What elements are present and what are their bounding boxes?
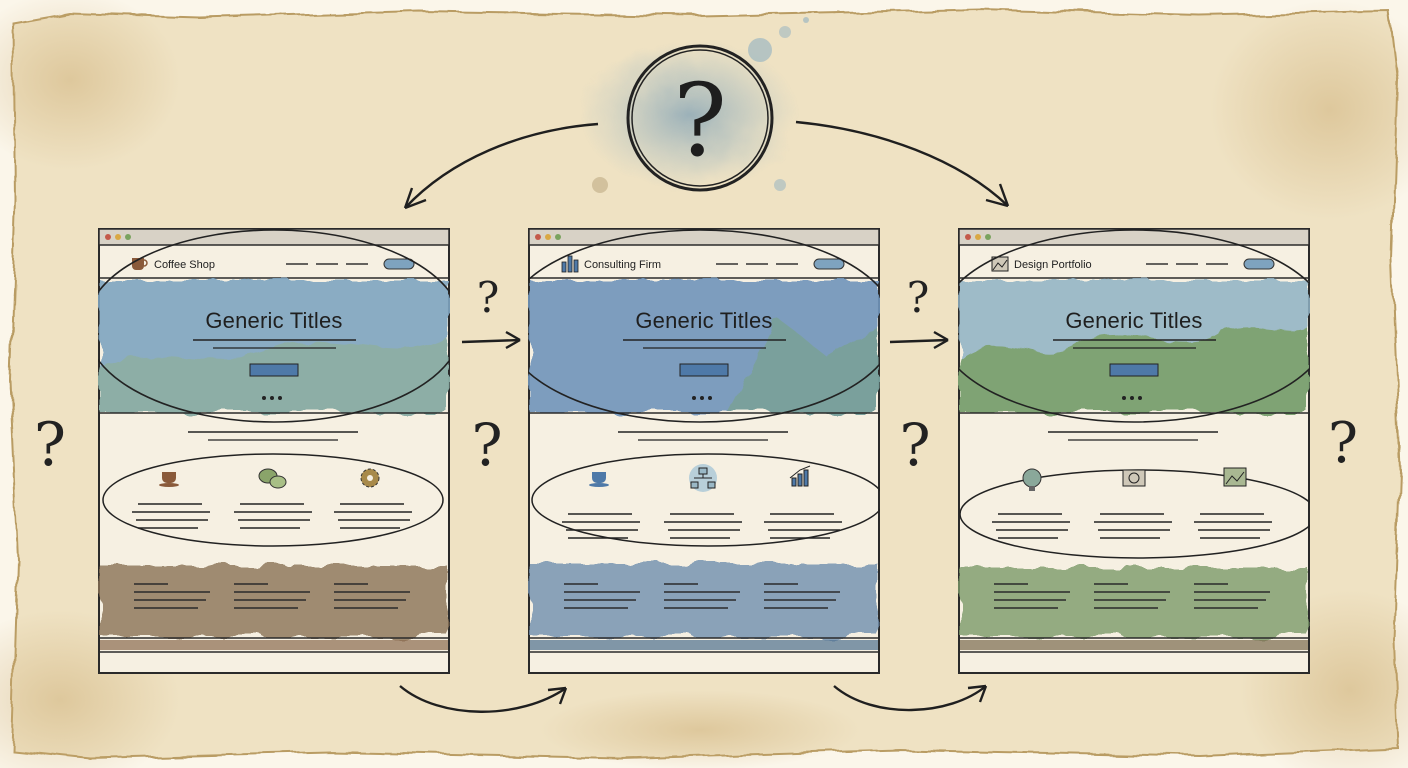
arrow-bottom-2 — [833, 685, 987, 712]
feature-icon-1 — [589, 472, 609, 487]
mockup-coffee-shop: Coffee Shop Generic Titles — [98, 228, 450, 674]
feature-icon-3 — [1223, 467, 1247, 487]
feature-icon-2 — [1122, 469, 1146, 487]
svg-text:?: ? — [1328, 411, 1358, 476]
mockup-consulting-firm: Consulting Firm Generic Titles — [528, 228, 880, 674]
feature-icon-1 — [1022, 468, 1042, 491]
question-marks: ? ? ? ? ? ? — [34, 273, 1358, 480]
question-mark-circle-icon: ? — [626, 44, 774, 192]
svg-text:?: ? — [673, 62, 727, 179]
mockup-design-portfolio: Design Portfolio Generic Titles — [958, 228, 1310, 674]
feature-icon-2 — [689, 464, 717, 492]
site-name: Consulting Firm — [584, 259, 662, 271]
arrow-bottom-1 — [399, 685, 567, 713]
feature-icon-1 — [159, 472, 179, 487]
arrow-right-top — [795, 120, 1009, 207]
arrow-mid-2 — [889, 338, 949, 344]
mockup-art — [958, 228, 1310, 674]
svg-text:?: ? — [471, 411, 502, 479]
hero-title: Generic Titles — [635, 308, 773, 333]
site-name: Design Portfolio — [1014, 259, 1092, 271]
svg-text:?: ? — [907, 273, 930, 322]
feature-icon-3 — [789, 465, 811, 487]
arrow-mid-1 — [461, 338, 521, 344]
image-frame-icon — [991, 256, 1009, 272]
hero-title: Generic Titles — [1065, 308, 1203, 333]
svg-text:?: ? — [477, 273, 500, 322]
svg-text:?: ? — [34, 410, 66, 480]
feature-icon-2 — [258, 468, 287, 489]
feature-icon-3 — [360, 468, 380, 488]
site-name: Coffee Shop — [154, 259, 215, 271]
mockup-art — [528, 228, 880, 674]
svg-text:?: ? — [899, 411, 930, 479]
arrow-left-top — [404, 122, 599, 209]
hero-title: Generic Titles — [205, 308, 343, 333]
mockup-art — [98, 228, 450, 674]
bar-chart-icon — [561, 255, 579, 273]
